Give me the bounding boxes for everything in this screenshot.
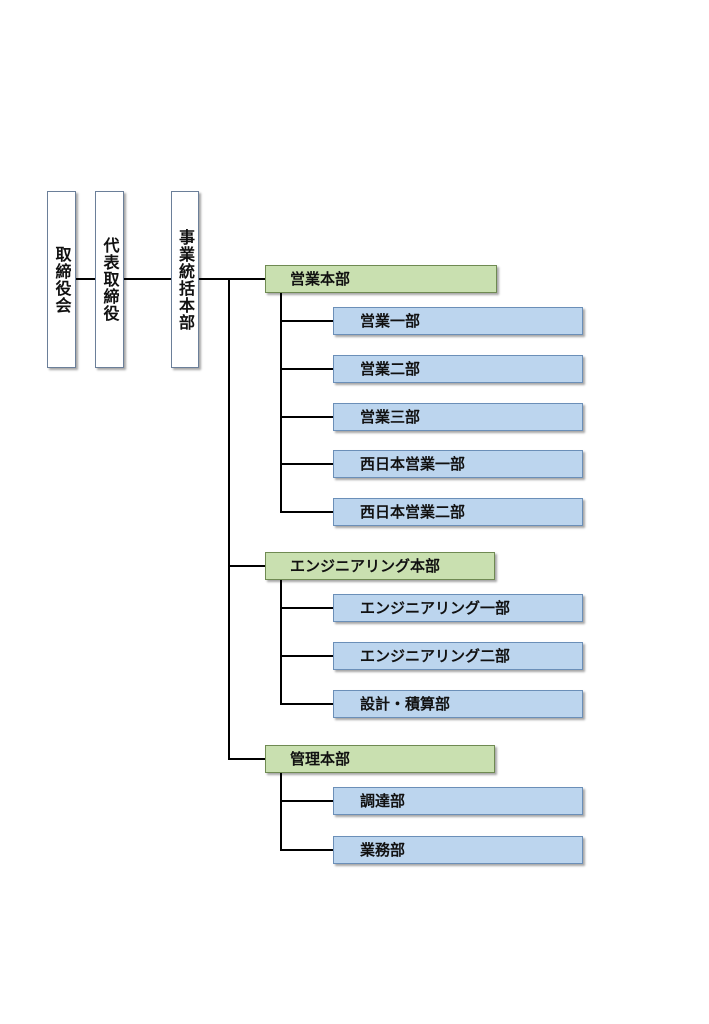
division-trunk [228, 278, 230, 760]
department-box: 営業三部 [333, 403, 583, 431]
dept-connector [280, 368, 333, 370]
department-box: 営業一部 [333, 307, 583, 335]
business-hq-label: 事業統括本部 [176, 228, 195, 331]
division-box-administration: 管理本部 [265, 745, 495, 773]
connector-hq-divisions [199, 278, 265, 280]
department-box: 営業二部 [333, 355, 583, 383]
dept-connector [280, 703, 333, 705]
department-box: 調達部 [333, 787, 583, 815]
dept-connector [280, 320, 333, 322]
dept-connector [280, 849, 333, 851]
department-box: 西日本営業一部 [333, 450, 583, 478]
division-box-sales: 営業本部 [265, 265, 497, 293]
dept-connector [280, 607, 333, 609]
dept-trunk-3 [280, 772, 282, 851]
department-box: エンジニアリング一部 [333, 594, 583, 622]
president-box: 代表取締役 [95, 191, 124, 368]
board-box: 取締役会 [47, 191, 76, 368]
board-label: 取締役会 [52, 245, 72, 314]
connector-division-2 [228, 565, 265, 567]
department-box: 業務部 [333, 836, 583, 864]
dept-trunk-2 [280, 579, 282, 705]
president-label: 代表取締役 [100, 237, 120, 322]
business-hq-box: 事業統括本部 [171, 191, 199, 368]
department-box: 西日本営業二部 [333, 498, 583, 526]
connector-division-3 [228, 758, 265, 760]
dept-connector [280, 800, 333, 802]
dept-trunk-1 [280, 292, 282, 513]
dept-connector [280, 416, 333, 418]
connector-president-hq [124, 278, 171, 280]
dept-connector [280, 463, 333, 465]
department-box: 設計・積算部 [333, 690, 583, 718]
department-box: エンジニアリング二部 [333, 642, 583, 670]
dept-connector [280, 511, 333, 513]
dept-connector [280, 655, 333, 657]
division-box-engineering: エンジニアリング本部 [265, 552, 495, 580]
connector-board-president [76, 278, 95, 280]
